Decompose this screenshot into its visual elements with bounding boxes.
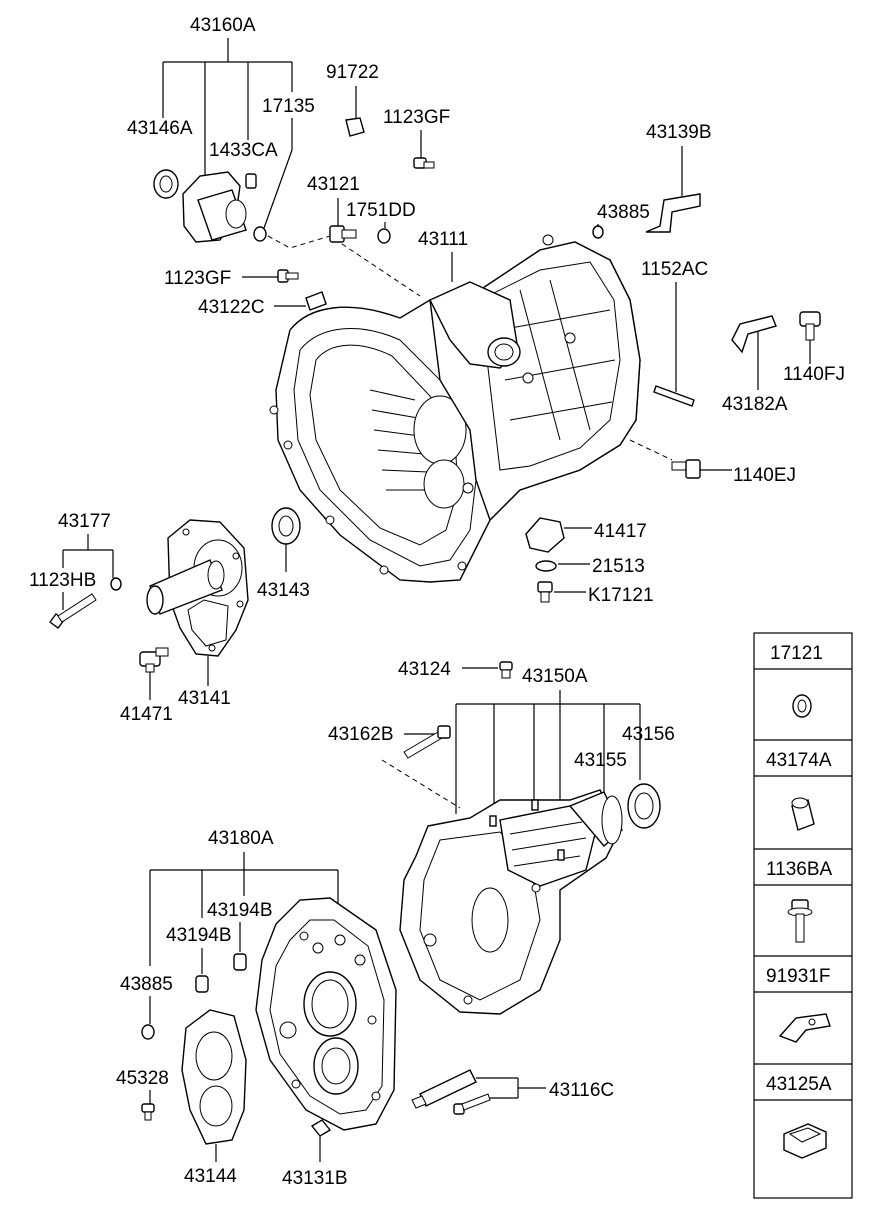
legend-box: 17121 43174A 1136BA 91931F 43125A xyxy=(753,632,853,1199)
label-41417: 41417 xyxy=(594,521,647,542)
extension-housing xyxy=(399,789,623,1015)
front-cover-icon xyxy=(146,519,249,657)
clip-icon xyxy=(345,117,365,137)
bolt-icon xyxy=(49,593,97,629)
label-43194B-a: 43194B xyxy=(207,900,273,921)
label-41471: 41471 xyxy=(120,704,173,725)
bolt-icon xyxy=(671,459,701,479)
gasket-icon xyxy=(181,1009,247,1145)
label-91722: 91722 xyxy=(326,62,379,83)
label-1751DD: 1751DD xyxy=(346,200,416,221)
bolt-icon xyxy=(799,311,821,341)
label-43146A: 43146A xyxy=(127,118,193,139)
dowel-pin-icon xyxy=(233,953,247,971)
label-43122C: 43122C xyxy=(198,297,265,318)
plug-icon xyxy=(139,647,169,673)
label-43139B: 43139B xyxy=(646,122,712,143)
bearing-retainer-icon xyxy=(182,171,247,243)
label-45328: 45328 xyxy=(116,1068,169,1089)
legend-code-1: 43174A xyxy=(766,750,832,771)
bolt-icon xyxy=(329,225,357,243)
label-1152AC: 1152AC xyxy=(641,259,708,280)
label-1123GF-a: 1123GF xyxy=(383,107,450,128)
label-43150A: 43150A xyxy=(522,666,588,687)
bolt-icon xyxy=(277,269,299,283)
label-43194B-b: 43194B xyxy=(166,925,232,946)
legend-code-4: 43125A xyxy=(766,1074,832,1095)
legend-code-3: 91931F xyxy=(766,966,830,987)
rear-cover-icon xyxy=(255,897,397,1131)
bolt-icon xyxy=(453,1093,491,1115)
clip-bracket-icon xyxy=(778,1013,831,1043)
label-43144: 43144 xyxy=(184,1166,237,1187)
label-1123GF-b: 1123GF xyxy=(164,268,231,289)
bolt-icon xyxy=(141,1103,155,1121)
label-17135: 17135 xyxy=(262,96,315,117)
label-43116C: 43116C xyxy=(549,1080,614,1101)
label-1123HB: 1123HB xyxy=(29,570,96,591)
plug-icon xyxy=(592,225,604,239)
label-43177: 43177 xyxy=(58,511,111,532)
o-ring-icon xyxy=(253,226,267,242)
plug-icon xyxy=(141,1024,155,1040)
bolt-icon xyxy=(413,157,435,169)
label-43885-a: 43885 xyxy=(597,202,650,223)
washer-icon xyxy=(377,228,391,244)
label-43121: 43121 xyxy=(307,174,360,195)
dowel-pin-icon xyxy=(791,797,815,831)
cover-plate-icon xyxy=(525,517,565,553)
bracket-icon xyxy=(731,315,777,354)
clip-icon xyxy=(305,291,327,311)
label-43124: 43124 xyxy=(398,659,451,680)
label-43182A: 43182A xyxy=(722,394,788,415)
stud-bolt-icon xyxy=(653,385,695,407)
label-43131B: 43131B xyxy=(282,1168,348,1189)
label-43162B: 43162B xyxy=(328,724,394,745)
legend-code-2: 1136BA xyxy=(766,859,833,880)
washer-icon xyxy=(535,560,557,572)
callout-43160A: 43160A xyxy=(162,15,293,229)
flange-bolt-icon xyxy=(787,899,813,943)
transmission-case xyxy=(269,234,641,583)
oil-seal-icon xyxy=(153,169,179,199)
label-43180A: 43180A xyxy=(208,828,274,849)
label-43141: 43141 xyxy=(178,688,231,709)
breather-icon xyxy=(499,661,513,679)
plug-icon xyxy=(537,581,553,603)
label-43885-b: 43885 xyxy=(120,974,173,995)
label-1140FJ: 1140FJ xyxy=(783,364,845,385)
clip-icon xyxy=(783,1123,827,1159)
label-43156: 43156 xyxy=(622,724,675,745)
washer-icon xyxy=(110,577,122,591)
label-21513: 21513 xyxy=(592,556,645,577)
sealant-tube-icon xyxy=(411,1069,477,1109)
label-43143: 43143 xyxy=(257,580,310,601)
bolt-icon xyxy=(403,725,451,759)
legend-code-0: 17121 xyxy=(770,643,823,664)
oil-seal-icon xyxy=(271,507,301,545)
clip-icon xyxy=(310,1119,332,1137)
label-1140EJ: 1140EJ xyxy=(733,465,796,486)
washer-icon xyxy=(792,694,812,718)
label-1433CA: 1433CA xyxy=(209,140,278,161)
bracket-icon xyxy=(645,193,701,233)
label-43111: 43111 xyxy=(418,229,468,250)
label-43160A: 43160A xyxy=(190,15,256,36)
label-K17121: K17121 xyxy=(588,585,654,606)
dowel-pin-icon xyxy=(195,975,209,993)
oil-seal-icon xyxy=(627,783,661,829)
dowel-pin-icon xyxy=(245,173,257,189)
label-43155: 43155 xyxy=(574,750,627,771)
